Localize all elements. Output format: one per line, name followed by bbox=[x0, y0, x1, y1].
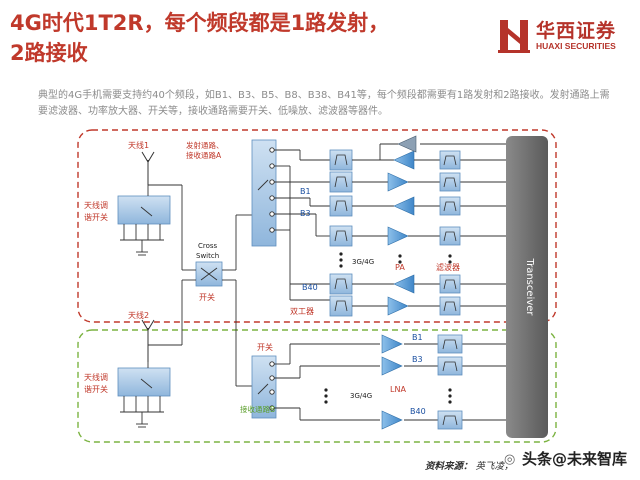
tx-rx-a-label-a: 发射通路、 bbox=[186, 140, 224, 150]
company-logo: 华西证券 HUAXI SECURITIES bbox=[498, 14, 633, 58]
watermark-icon: ◎ bbox=[504, 452, 516, 467]
transceiver-block bbox=[506, 136, 548, 438]
pa-label: PA bbox=[395, 263, 405, 272]
band-b1-top: B1 bbox=[300, 187, 311, 196]
source-text: 英飞凌， bbox=[475, 461, 514, 472]
filter-label: 滤波器 bbox=[436, 262, 460, 272]
source-label: 资料来源： bbox=[425, 461, 473, 472]
antenna-1-label: 天线1 bbox=[128, 140, 149, 150]
top-tx-driver-amps bbox=[397, 135, 417, 153]
band-b40-top: B40 bbox=[302, 283, 318, 292]
tx-rx-a-region bbox=[77, 129, 557, 323]
top-right-filters bbox=[439, 150, 461, 316]
lna-label: LNA bbox=[390, 385, 406, 394]
top-filters bbox=[329, 149, 353, 317]
antenna-1-icon bbox=[141, 151, 155, 185]
antenna-2-label: 天线2 bbox=[128, 310, 149, 320]
bottom-switch-label: 开关 bbox=[257, 342, 273, 352]
antenna-switch-2-label-a: 天线调 bbox=[84, 372, 108, 382]
logo-name-en: HUAXI SECURITIES bbox=[536, 41, 616, 51]
source-note: 资料来源： 英飞凌， bbox=[425, 458, 514, 472]
cross-switch-label-b: Switch bbox=[196, 252, 219, 260]
huaxi-logo-icon bbox=[498, 20, 530, 53]
antenna-switch-1-label-a: 天线调 bbox=[84, 200, 108, 210]
slide-title-line2: 2路接收 bbox=[10, 41, 88, 65]
cross-switch-switch-label: 开关 bbox=[199, 292, 215, 302]
rx-b-region bbox=[77, 329, 557, 443]
bottom-filters bbox=[437, 334, 463, 430]
slide-title-line1: 4G时代1T2R，每个频段都是1路发射， bbox=[10, 11, 390, 35]
band-b1-bottom: B1 bbox=[412, 333, 423, 342]
bottom-lna-amps bbox=[381, 334, 403, 430]
antenna-2-icon bbox=[141, 319, 155, 362]
slide-description: 典型的4G手机需要支持约40个频段，如B1、B3、B5、B8、B38、B41等，… bbox=[38, 90, 610, 117]
transceiver-label: Transceiver bbox=[524, 257, 535, 316]
tx-rx-a-label-b: 接收通路A bbox=[186, 150, 222, 160]
antenna-switch-2-label-b: 谐开关 bbox=[84, 384, 108, 394]
slide-title: 4G时代1T2R，每个频段都是1路发射， 2路接收 bbox=[10, 8, 450, 68]
rx-b-label: 接收通路B bbox=[240, 404, 275, 414]
band-b3-bottom: B3 bbox=[412, 355, 423, 364]
band-b40-bottom: B40 bbox=[410, 407, 426, 416]
watermark: 头条@未来智库 bbox=[520, 448, 630, 469]
top-amplifiers bbox=[387, 150, 415, 316]
logo-name-cn: 华西证券 bbox=[536, 20, 617, 42]
antenna-switch-1-label-b: 谐开关 bbox=[84, 212, 108, 222]
mode-label-top: 3G/4G bbox=[352, 258, 374, 266]
mode-label-bottom: 3G/4G bbox=[350, 392, 372, 400]
cross-switch-label-a: Cross bbox=[198, 242, 218, 250]
duplexer-label: 双工器 bbox=[290, 307, 314, 316]
band-b3-top: B3 bbox=[300, 209, 311, 218]
